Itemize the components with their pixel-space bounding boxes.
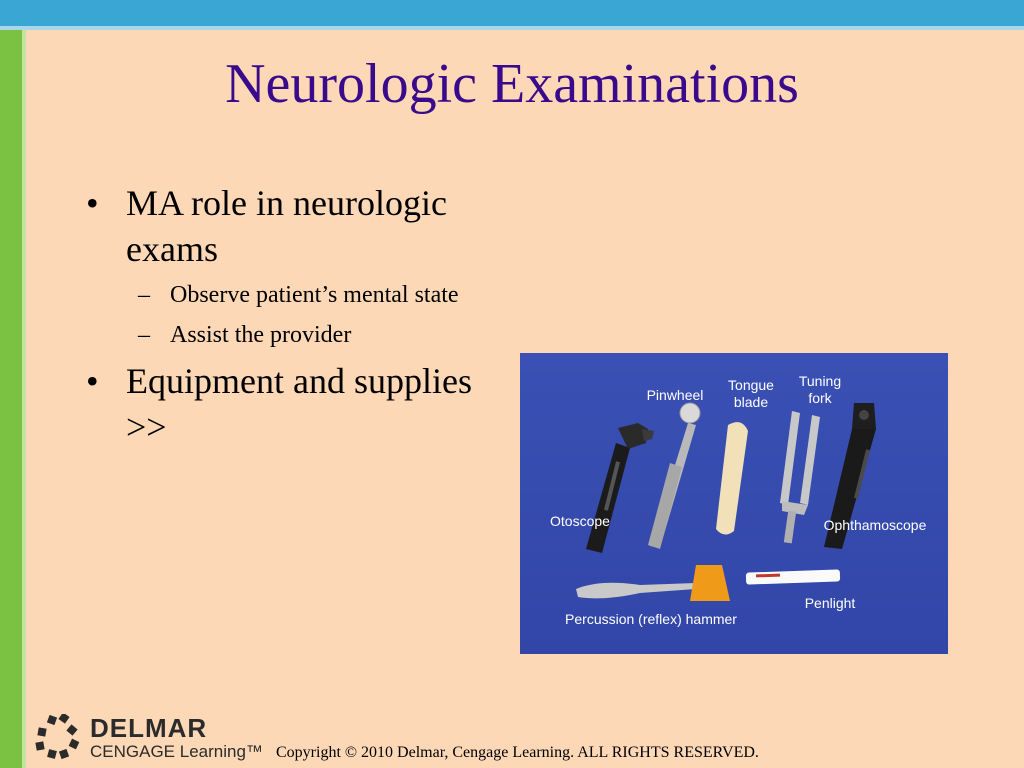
otoscope-icon [586,423,654,553]
sub-bullet-text: Observe patient’s mental state [170,282,459,308]
copyright-text: Copyright © 2010 Delmar, Cengage Learnin… [276,744,759,761]
label-penlight: Penlight [804,595,856,611]
bullet-item: • Equipment and supplies >> [86,358,506,450]
bullet-dot-icon: • [86,183,99,223]
bullet-item: • MA role in neurologic exams [86,180,506,272]
penlight-icon [745,569,841,585]
label-tongue-blade: Tongue blade [728,377,774,410]
top-bar-light [0,26,1024,30]
bullet-dot-icon: • [86,361,99,401]
label-otoscope: Otoscope [550,513,610,529]
bullet-list: • MA role in neurologic exams – Observe … [86,180,506,456]
left-bar [0,30,22,768]
label-pinwheel: Pinwheel [646,387,704,403]
tongue-blade-icon [716,422,748,535]
top-bar [0,0,1024,26]
logo-line1: DELMAR [90,713,208,743]
equipment-photo: Pinwheel Tongue blade Tuning fork Otosco… [520,353,948,654]
tuning-fork-icon [780,411,820,544]
slide-title: Neurologic Examinations [225,53,799,115]
dash-icon: – [138,282,150,308]
pinwheel-icon [648,402,701,549]
logo-line2: CENGAGE Learning™ [90,742,263,761]
delmar-logo: DELMAR CENGAGE Learning™ [34,712,274,764]
delmar-logo-mark-icon [35,714,80,760]
label-hammer: Percussion (reflex) hammer [565,611,737,627]
equipment-illustration [576,402,876,601]
sub-bullet-item: – Assist the provider [86,318,506,352]
ophthamoscope-icon [824,403,876,549]
label-tuning-fork: Tuning fork [798,373,842,406]
label-ophthamoscope: Ophthamoscope [823,517,927,533]
bullet-text: MA role in neurologic exams [126,183,447,269]
dash-icon: – [138,322,150,348]
sub-bullet-text: Assist the provider [170,322,352,348]
left-bar-light [22,30,26,768]
reflex-hammer-icon [576,565,730,601]
bullet-text: Equipment and supplies >> [126,361,472,447]
sub-bullet-item: – Observe patient’s mental state [86,278,506,312]
